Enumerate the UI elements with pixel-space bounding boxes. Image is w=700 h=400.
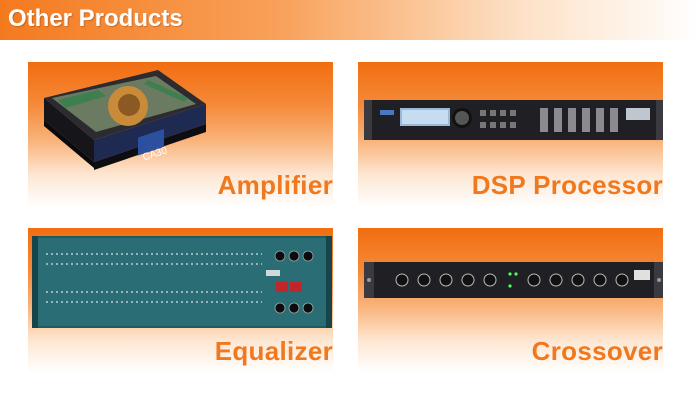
product-label: DSP Processor — [471, 170, 663, 200]
product-card-equalizer[interactable]: Equalizer — [28, 228, 333, 373]
product-card-crossover[interactable]: Crossover — [358, 228, 663, 373]
product-label: Crossover — [531, 336, 663, 366]
product-label: Amplifier — [217, 170, 333, 200]
product-label: Equalizer — [214, 336, 333, 366]
dsp-processor-image — [364, 100, 663, 140]
amplifier-image: CA30 — [44, 70, 206, 170]
equalizer-image — [32, 236, 332, 328]
product-card-amplifier[interactable]: CA30 Amplifier — [28, 62, 333, 207]
crossover-image — [364, 262, 663, 298]
section-header: Other Products — [0, 0, 700, 40]
section-title: Other Products — [8, 5, 183, 32]
product-card-dsp-processor[interactable]: DSP Processor — [358, 62, 663, 207]
